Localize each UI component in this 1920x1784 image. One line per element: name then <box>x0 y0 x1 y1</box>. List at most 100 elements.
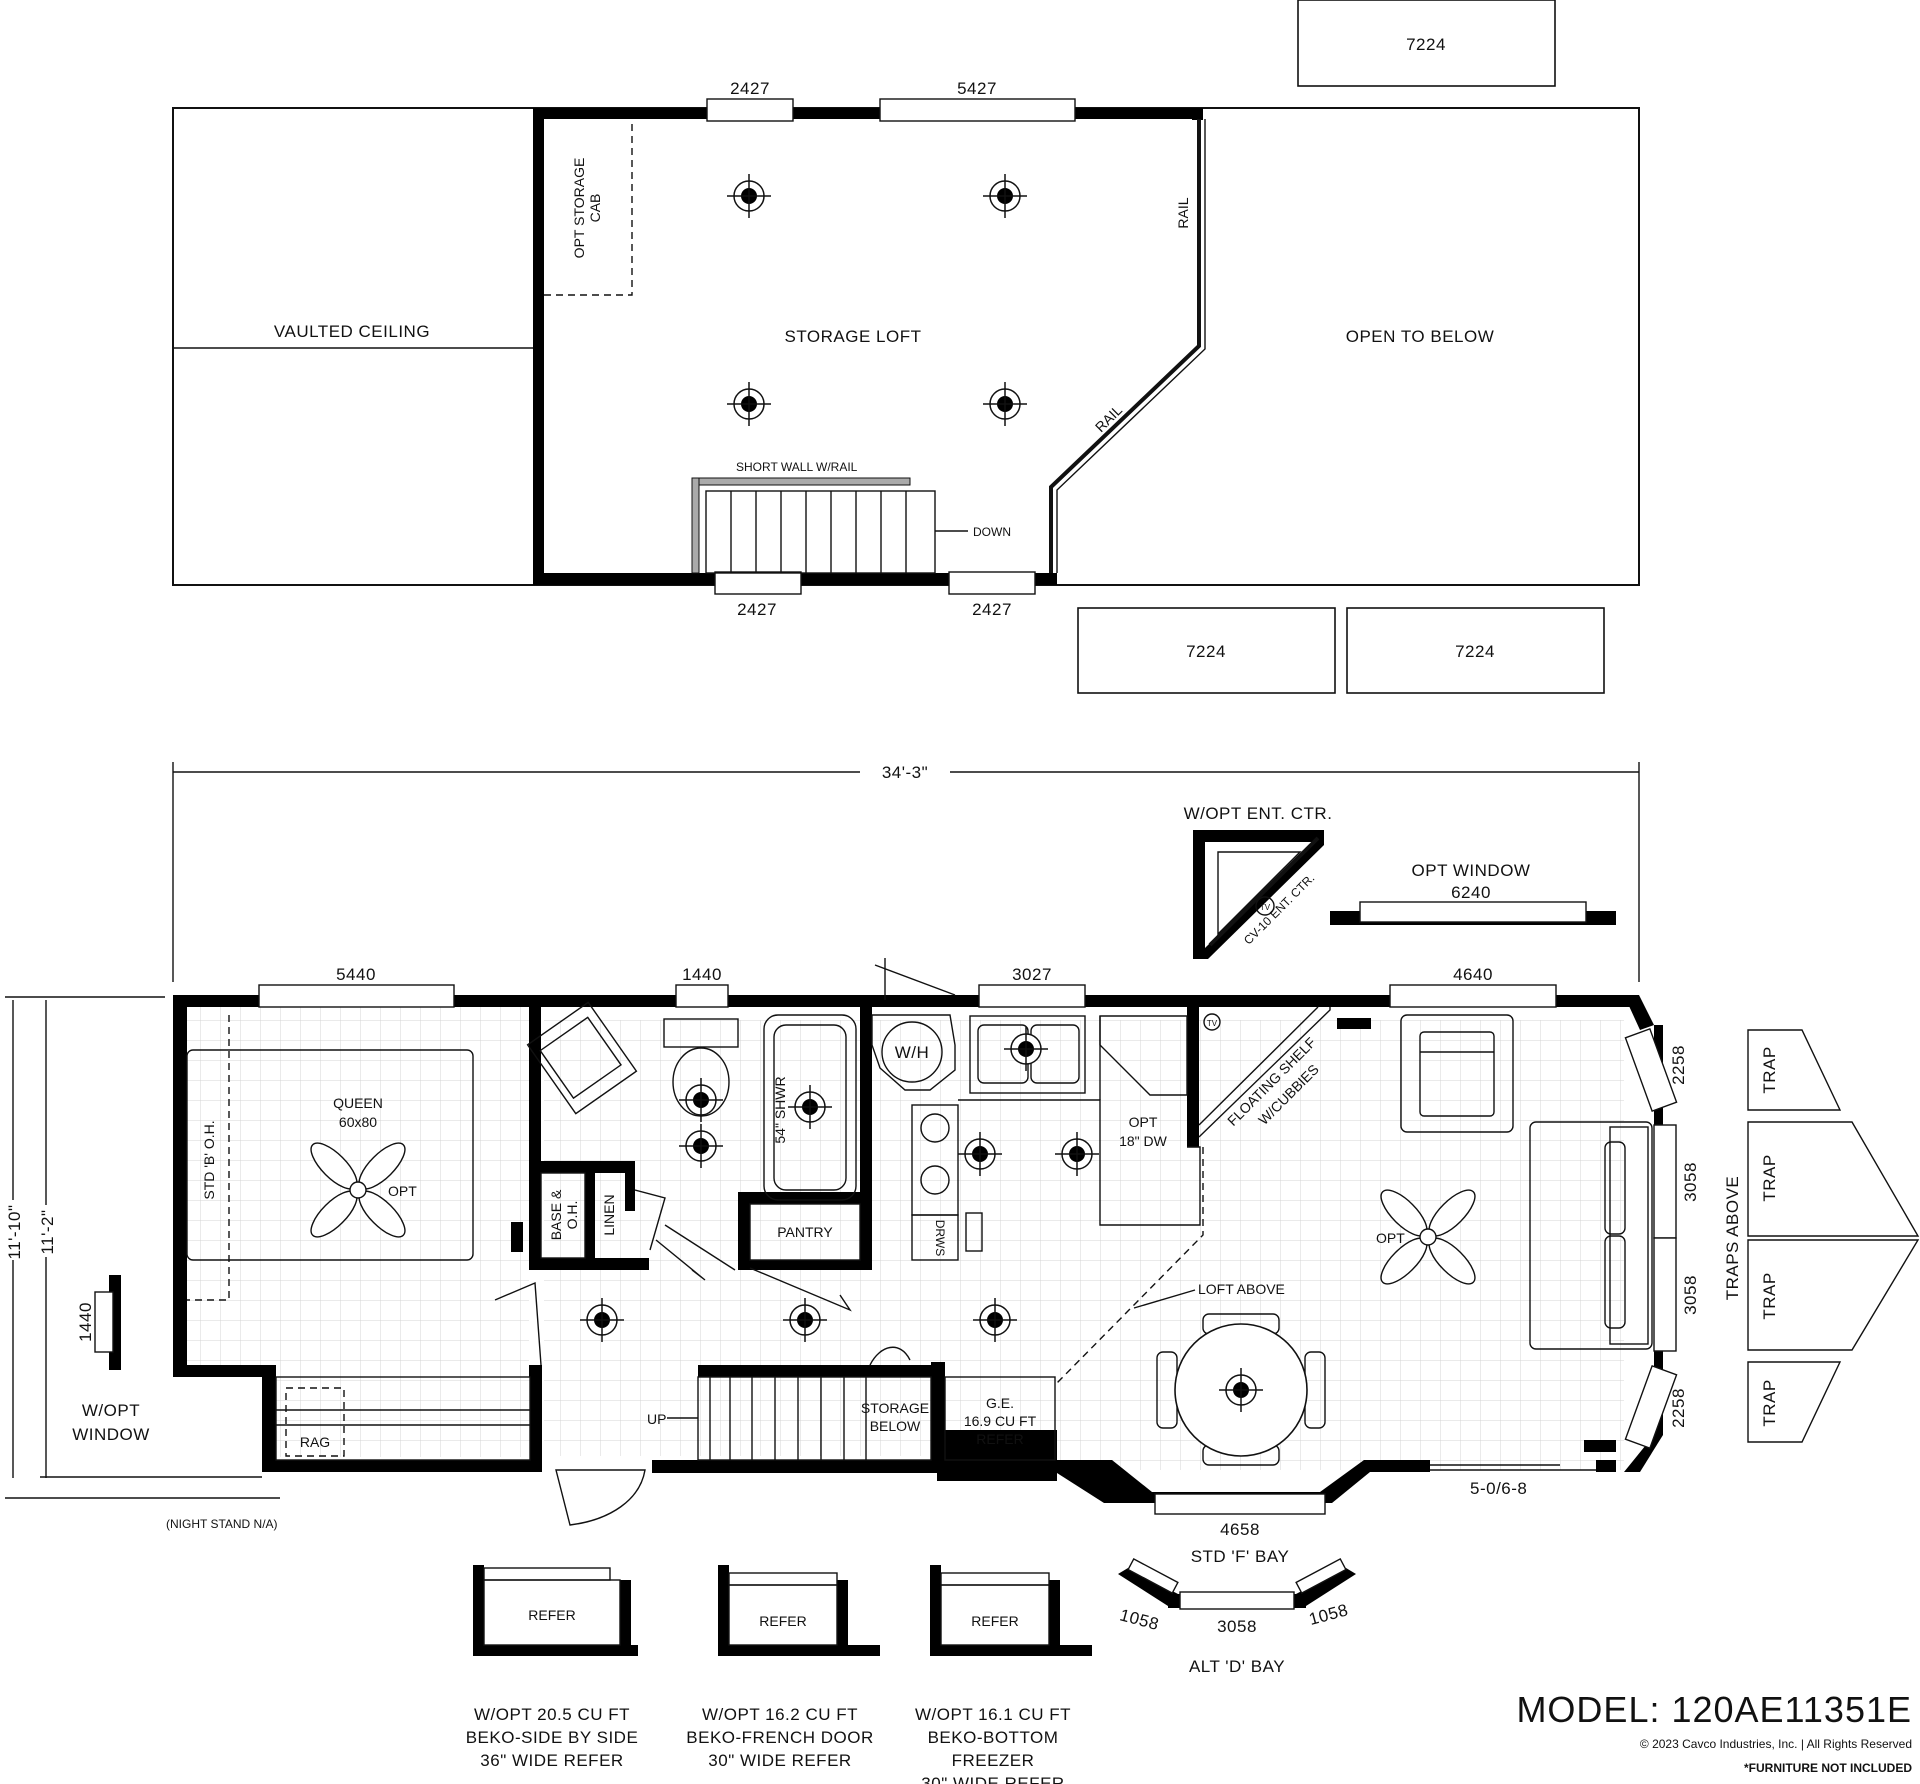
night-stand-note: (NIGHT STAND N/A) <box>166 1517 278 1531</box>
light-icon <box>726 173 772 219</box>
opt-storage-cab <box>544 121 633 296</box>
copyright: © 2023 Cavco Industries, Inc. | All Righ… <box>1640 1737 1912 1751</box>
window-kitchen-label: 3027 <box>1012 965 1052 984</box>
opt-window-label-2: WINDOW <box>72 1425 150 1444</box>
window-bedroom-label: 5440 <box>336 965 376 984</box>
armchair <box>1400 1014 1514 1133</box>
refer-box-label: REFER <box>528 1607 575 1623</box>
window-bay-label: 4658 <box>1220 1520 1260 1539</box>
shower-label: 54" SHWR <box>772 1076 788 1143</box>
traps: TRAP TRAP TRAP TRAP <box>1747 1029 1920 1443</box>
drawers-label: DRWS <box>933 1220 947 1256</box>
bath-sink <box>526 1001 638 1115</box>
refer-box-label: REFER <box>971 1613 1018 1629</box>
water-heater <box>871 1014 956 1091</box>
refer-option-1-line1: W/OPT 20.5 CU FT <box>474 1705 630 1724</box>
window-side-1-label: 2258 <box>1669 1045 1688 1085</box>
loft-window-bottom-right-label: 2427 <box>972 600 1012 619</box>
alt-bay-right-label: 1058 <box>1307 1600 1350 1629</box>
refer-option-2-line2: BEKO-FRENCH DOOR <box>686 1728 873 1747</box>
loft-stairs <box>691 477 968 574</box>
ge-refer-label-3: REFER <box>976 1431 1023 1447</box>
up-label: UP <box>647 1411 666 1427</box>
entry-door-label: 5-0/6-8 <box>1470 1479 1527 1498</box>
window-7224-top <box>1297 0 1556 87</box>
opt-dw-label-2: 18" DW <box>1119 1133 1168 1149</box>
loft-window-bottom-right <box>948 571 1036 595</box>
refer-option-2-line3: 30" WIDE REFER <box>708 1751 851 1770</box>
model-title: MODEL: 120AE11351E <box>1516 1689 1912 1730</box>
opt-window-size: 6240 <box>1451 883 1491 902</box>
ent-ctr-title: W/OPT ENT. CTR. <box>1184 804 1333 823</box>
toilet-tank <box>663 1018 739 1048</box>
refer-box-label: REFER <box>759 1613 806 1629</box>
kitchen-sink <box>969 1015 1086 1094</box>
refer-option-3-line4: 30" WIDE REFER <box>921 1774 1064 1784</box>
alt-bay-label: ALT 'D' BAY <box>1189 1657 1285 1676</box>
refer-option-2-line1: W/OPT 16.2 CU FT <box>702 1705 858 1724</box>
ge-refer-label-2: 16.9 CU FT <box>964 1413 1037 1429</box>
shower <box>763 1014 857 1201</box>
queen-size-label: 60x80 <box>339 1114 377 1130</box>
refer-option-1: REFER W/OPT 20.5 CU FT BEKO-SIDE BY SIDE… <box>466 1565 639 1770</box>
loft-window-bottom-left-label: 2427 <box>737 600 777 619</box>
light-icon <box>982 381 1028 427</box>
queen-bed <box>186 1049 474 1261</box>
std-b-oh-label: STD 'B' O.H. <box>201 1120 217 1199</box>
base-oh-label: BASE & <box>548 1189 564 1240</box>
loft-window-bottom-left <box>714 571 802 595</box>
refer-option-3: REFER W/OPT 16.1 CU FT BEKO-BOTTOM FREEZ… <box>915 1565 1092 1784</box>
down-label: DOWN <box>973 525 1011 539</box>
opt-window-6240: OPT WINDOW 6240 <box>1330 861 1616 925</box>
refer-option-1-line2: BEKO-SIDE BY SIDE <box>466 1728 639 1747</box>
opt-dw-label: OPT <box>1129 1114 1158 1130</box>
alt-bay-left-label: 1058 <box>1118 1605 1161 1634</box>
refer-option-1-line3: 36" WIDE REFER <box>480 1751 623 1770</box>
storage-below-label-2: BELOW <box>870 1418 921 1434</box>
tv-label: TV <box>1207 1019 1218 1028</box>
queen-label: QUEEN <box>333 1095 383 1111</box>
refer-option-3-line2: BEKO-BOTTOM <box>928 1728 1059 1747</box>
window-side-2-label: 3058 <box>1681 1162 1700 1202</box>
front-door <box>555 1469 646 1526</box>
water-heater-label: W/H <box>895 1043 930 1062</box>
window-side-4-label: 2258 <box>1669 1388 1688 1428</box>
loft-plan: VAULTED CEILING 2427 5427 2427 2427 RAIL… <box>172 0 1640 694</box>
storage-below-label: STORAGE <box>861 1400 929 1416</box>
opt-storage-cab-label-2: CAB <box>587 194 603 223</box>
opt-window-title: OPT WINDOW <box>1412 861 1531 880</box>
tv-icon <box>1255 896 1275 916</box>
ge-refer <box>944 1376 1056 1461</box>
ent-ctr-tv-label: TV <box>1260 903 1271 912</box>
pantry-label: PANTRY <box>777 1224 833 1240</box>
alt-bay-center-label: 3058 <box>1217 1617 1257 1636</box>
opt-fan-living-label: OPT <box>1376 1230 1405 1246</box>
window-7224-top-label: 7224 <box>1406 35 1446 54</box>
short-wall-label: SHORT WALL W/RAIL <box>736 460 858 474</box>
window-bath-label: 1440 <box>682 965 722 984</box>
trap-label: TRAP <box>1760 1046 1779 1093</box>
window-living-label: 4640 <box>1453 965 1493 984</box>
loft-above-line <box>1054 1147 1204 1386</box>
vaulted-ceiling-label: VAULTED CEILING <box>274 322 430 341</box>
opt-side-window-label: 1440 <box>76 1302 95 1342</box>
loft-above-label: LOFT ABOVE <box>1198 1281 1285 1297</box>
window-7224-bottom-right <box>1346 607 1605 694</box>
trap-label: TRAP <box>1760 1272 1779 1319</box>
tv-icon <box>1203 1013 1221 1031</box>
main-floor-plan: 34'-3" 11'-10" 11'-2" 1440 W/OPT WINDOW … <box>4 762 1920 1566</box>
light-icon <box>982 173 1028 219</box>
ge-refer-label-1: G.E. <box>986 1395 1014 1411</box>
base-oh-label-2: O.H. <box>564 1201 580 1230</box>
loft-window-top-left <box>706 98 794 122</box>
opt-fan-bed-label: OPT <box>388 1183 417 1199</box>
refer-option-3-line3: FREEZER <box>952 1751 1035 1770</box>
std-f-bay-label: STD 'F' BAY <box>1191 1547 1290 1566</box>
sofa <box>1529 1121 1653 1350</box>
window-7224-bottom-left <box>1077 607 1336 694</box>
bedroom-door <box>494 1281 542 1366</box>
window-7224-bottom-right-label: 7224 <box>1455 642 1495 661</box>
alt-d-bay: 1058 3058 1058 ALT 'D' BAY <box>1118 1558 1356 1676</box>
loft-window-top-right <box>879 98 1076 122</box>
